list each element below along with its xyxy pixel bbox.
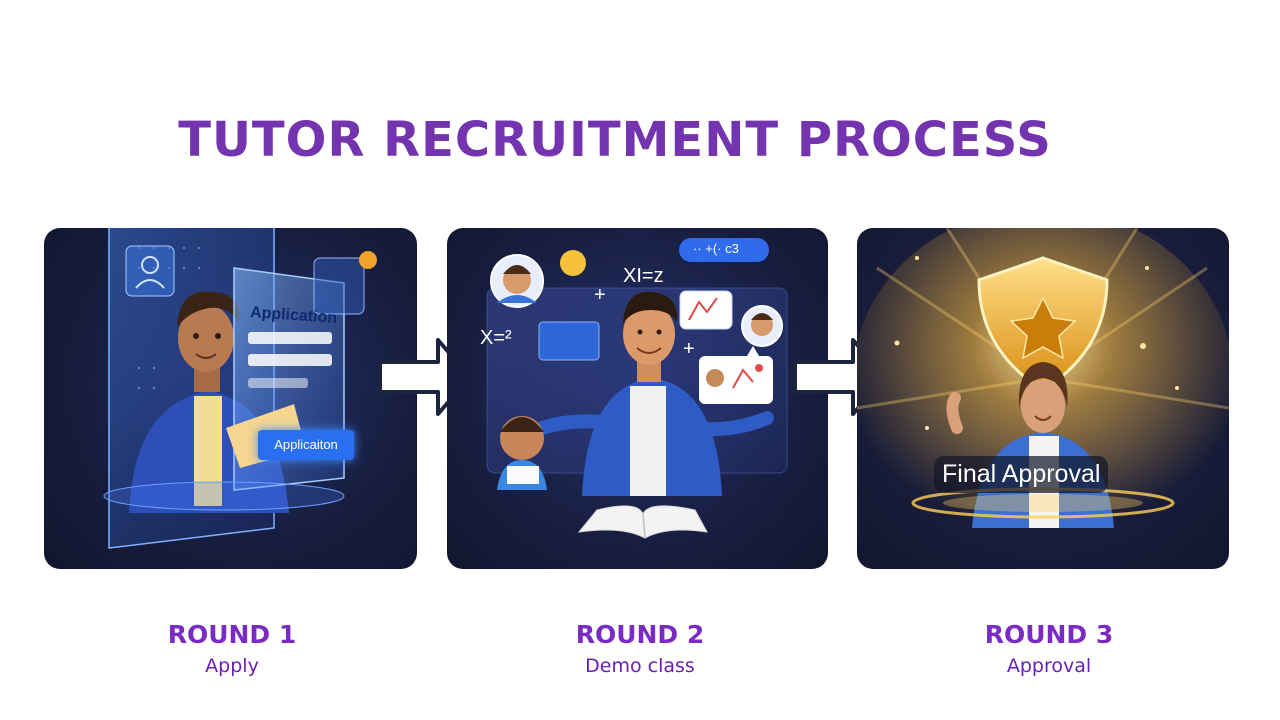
child-student — [497, 416, 547, 490]
application-button: Applicaiton — [258, 430, 354, 460]
formula-pill — [679, 238, 769, 262]
round-3-caption: ROUND 3 Approval — [919, 620, 1179, 677]
round-1-caption: ROUND 1 Apply — [102, 620, 362, 677]
avatar-icon — [141, 256, 159, 274]
student-avatar-icon — [741, 305, 783, 347]
round-title: ROUND 3 — [984, 620, 1114, 649]
round-subtitle: Approval — [1006, 655, 1092, 677]
round-1-illustration: Application Applicaiton — [44, 228, 417, 569]
approval-illustration — [857, 228, 1229, 548]
open-book-icon — [577, 505, 708, 539]
round-subtitle: Demo class — [585, 655, 695, 677]
notification-icon — [359, 251, 377, 269]
chat-bubble — [699, 356, 773, 404]
round-2-caption: ROUND 2 Demo class — [510, 620, 770, 677]
demo-class-illustration — [486, 238, 788, 539]
application-illustration — [103, 228, 377, 549]
teacher-person — [535, 291, 774, 496]
round-3-illustration: Final Approval — [857, 228, 1229, 569]
plus-sign: + — [594, 284, 606, 306]
round-title: ROUND 1 — [167, 620, 297, 649]
page-title: TUTOR RECRUITMENT PROCESS — [178, 112, 1052, 168]
student-avatar-icon — [490, 254, 544, 308]
shield-star-icon — [977, 256, 1109, 392]
round-subtitle: Apply — [205, 655, 259, 677]
plus-sign: + — [683, 338, 695, 360]
round-title: ROUND 2 — [575, 620, 705, 649]
formula-card — [538, 321, 600, 361]
idea-icon — [560, 250, 586, 276]
formula-text: XI=z — [623, 265, 664, 287]
final-approval-badge: Final Approval — [934, 456, 1109, 493]
formula-pill-text: ·· +(· c3 — [693, 241, 739, 256]
round-2-illustration: XI=z X=² ·· +(· c3 + + — [447, 228, 828, 569]
formula-text: X=² — [480, 327, 512, 349]
profile-card — [125, 245, 175, 297]
